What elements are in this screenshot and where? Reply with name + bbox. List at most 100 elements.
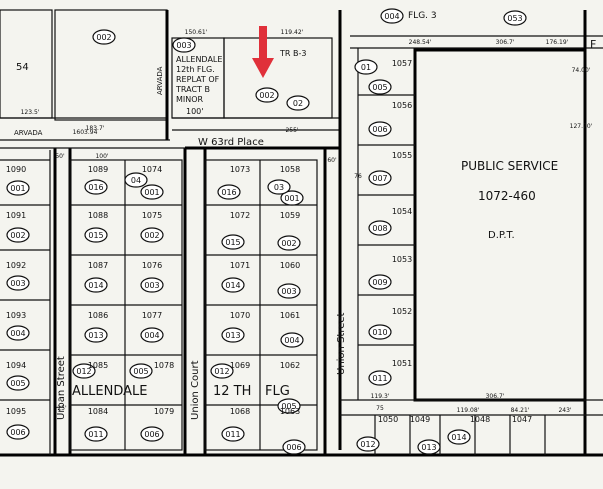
lot-number: 1095	[6, 407, 26, 416]
arvada-bottom-label: ARVADA	[14, 129, 43, 137]
svg-text:002: 002	[10, 231, 25, 240]
lot-number: 1074	[142, 165, 162, 174]
svg-text:001: 001	[284, 194, 299, 203]
parcel-oval: 004	[140, 327, 164, 343]
lot-number: 1077	[142, 311, 162, 320]
dimension-label: 100'	[95, 153, 108, 160]
dimension-label: 306.7'	[496, 39, 515, 46]
parcel-oval: 004	[380, 8, 404, 24]
lot-number: 1071	[230, 261, 250, 270]
flg3-label: FLG. 3	[408, 11, 437, 21]
lot-number: 1075	[142, 211, 162, 220]
lot-number: 1070	[230, 311, 250, 320]
svg-text:012: 012	[360, 440, 375, 449]
parcel-oval: 005	[129, 363, 153, 379]
parcel-oval: 002	[6, 227, 30, 243]
dimension-label: 119.08'	[457, 407, 480, 414]
replat-note-1: ALLENDALE	[176, 55, 222, 64]
lot-number: 1085	[88, 361, 108, 370]
tract-b3-label: TR B-3	[279, 49, 306, 58]
street-63rd-place: W 63rd Place	[198, 137, 264, 148]
parcel-oval: 006	[368, 121, 392, 137]
lot-number: 1086	[88, 311, 108, 320]
parcel-oval: 013	[417, 439, 441, 455]
dimension-label: 76	[354, 173, 362, 180]
svg-text:011: 011	[372, 374, 387, 383]
lot-number: 1053	[392, 255, 412, 264]
replat-note-4: TRACT B	[175, 85, 210, 94]
svg-text:004: 004	[10, 329, 25, 338]
replat-note-5: MINOR	[176, 95, 204, 104]
svg-text:053: 053	[507, 14, 522, 23]
public-service-title: PUBLIC SERVICE	[461, 159, 558, 173]
lot-number: 1052	[392, 307, 412, 316]
svg-text:03: 03	[274, 183, 284, 192]
svg-text:001: 001	[10, 184, 25, 193]
svg-text:014: 014	[225, 281, 240, 290]
lot-number: 1058	[280, 165, 300, 174]
dimension-label: 255'	[285, 127, 298, 134]
subdivision-12th: 12 TH	[213, 384, 251, 399]
parcel-oval: 016	[217, 184, 241, 200]
parcel-oval: 006	[140, 426, 164, 442]
svg-text:011: 011	[225, 430, 240, 439]
lot-number: 1094	[6, 361, 26, 370]
subdivision-flg: FLG	[265, 384, 290, 399]
arvada-top-label: ARVADA	[156, 66, 164, 95]
parcel-oval: 009	[368, 274, 392, 290]
lot-number: 1050	[378, 415, 398, 424]
public-service-dpt: D.P.T.	[488, 230, 515, 241]
lot-number: 1062	[280, 361, 300, 370]
dimension-label: 127.70'	[570, 123, 593, 130]
parcel-oval: 03	[267, 179, 291, 195]
parcel-oval: 001	[6, 180, 30, 196]
parcel-oval: 001	[140, 184, 164, 200]
lot-number: 1049	[410, 415, 430, 424]
parcel-oval: 006	[6, 424, 30, 440]
parcel-oval: 002	[255, 87, 279, 103]
lot-number: 1055	[392, 151, 412, 160]
dimension-label: 84.21'	[511, 407, 530, 414]
svg-text:006: 006	[10, 428, 25, 437]
lot-number: 1068	[230, 407, 250, 416]
svg-text:004: 004	[284, 336, 299, 345]
dimension-label: 25'	[57, 405, 67, 412]
lot-number: 1072	[230, 211, 250, 220]
parcel-oval: 007	[368, 170, 392, 186]
lot-number: 1060	[280, 261, 300, 270]
svg-text:003: 003	[10, 279, 25, 288]
parcel-oval: 005	[368, 79, 392, 95]
parcel-oval: 002	[277, 235, 301, 251]
parcel-oval: 004	[6, 325, 30, 341]
lot-number: 1057	[392, 59, 412, 68]
lot-number: 1092	[6, 261, 26, 270]
lot-number: 1079	[154, 407, 174, 416]
street-union-court: Union Court	[190, 360, 201, 420]
svg-text:001: 001	[144, 188, 159, 197]
svg-text:003: 003	[281, 287, 296, 296]
svg-text:006: 006	[286, 443, 301, 452]
parcel-oval: 015	[221, 234, 245, 250]
parcel-oval: 011	[84, 426, 108, 442]
svg-text:005: 005	[133, 367, 148, 376]
svg-text:015: 015	[88, 231, 103, 240]
lot-number: 1088	[88, 211, 108, 220]
dimension-label: 119.3'	[371, 393, 390, 400]
dimension-label: 123.5'	[21, 109, 40, 116]
svg-text:002: 002	[96, 33, 111, 42]
svg-text:013: 013	[421, 443, 436, 452]
parcel-oval: 002	[92, 29, 116, 45]
parcel-oval: 008	[368, 220, 392, 236]
lot-number: 1073	[230, 165, 250, 174]
parcel-oval: 012	[356, 436, 380, 452]
parcel-oval: 005	[277, 398, 301, 414]
svg-text:004: 004	[144, 331, 159, 340]
lot-number: 1056	[392, 101, 412, 110]
lot-number: 1076	[142, 261, 162, 270]
subdivision-allendale: ALLENDALE	[72, 384, 147, 399]
parcel-oval: 003	[172, 37, 196, 53]
svg-text:008: 008	[372, 224, 387, 233]
